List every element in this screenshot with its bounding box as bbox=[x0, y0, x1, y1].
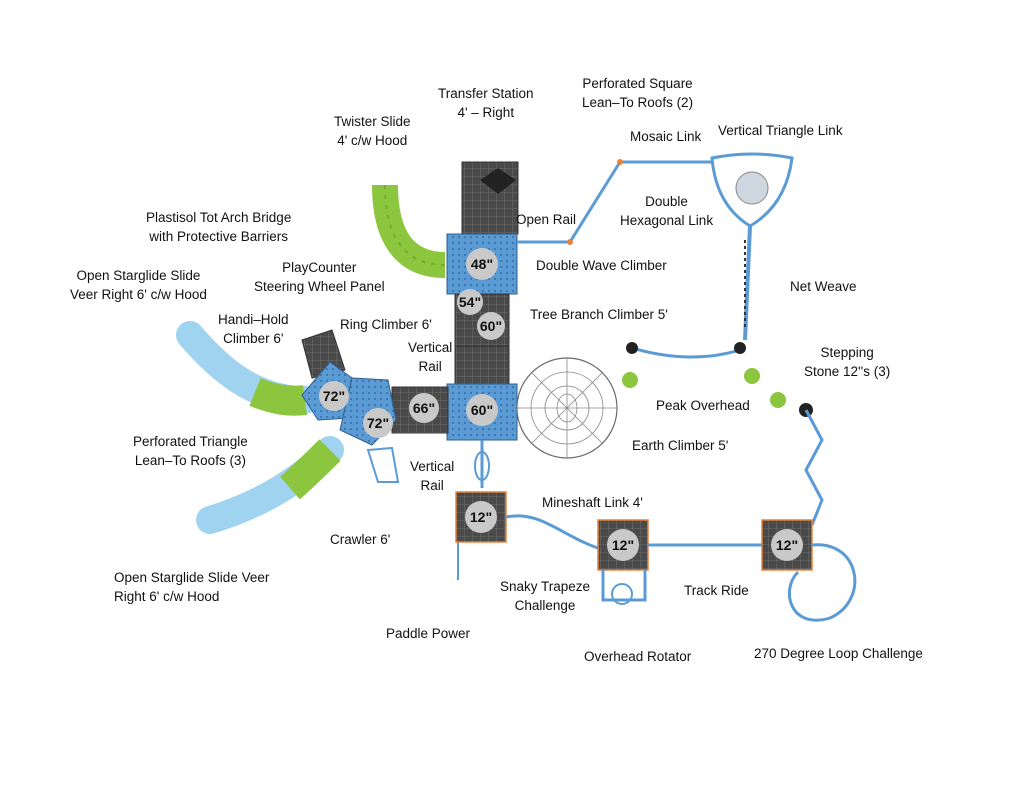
label-loop-challenge: 270 Degree Loop Challenge bbox=[754, 646, 923, 661]
svg-text:54": 54" bbox=[459, 294, 481, 310]
label-peak-overhead: Peak Overhead bbox=[656, 398, 750, 413]
height-disc-12-a: 12" bbox=[465, 501, 497, 533]
height-disc-48: 48" bbox=[466, 248, 498, 280]
deck-vertical-link bbox=[454, 345, 510, 385]
height-disc-12-c: 12" bbox=[771, 529, 803, 561]
label-net-weave: Net Weave bbox=[790, 279, 857, 294]
tree-branch-climber bbox=[804, 409, 824, 526]
svg-text:12": 12" bbox=[470, 509, 492, 525]
label-crawler: Crawler 6' bbox=[330, 532, 391, 547]
earth-climber bbox=[516, 357, 618, 459]
label-earth-climber: Earth Climber 5' bbox=[632, 438, 729, 453]
net-weave bbox=[743, 225, 752, 341]
peak-overhead bbox=[631, 346, 741, 359]
label-mosaic-link: Mosaic Link bbox=[630, 129, 702, 144]
height-disc-60-upper: 60" bbox=[477, 312, 505, 340]
open-rail bbox=[517, 160, 716, 244]
starglide-slide-top-hood bbox=[249, 377, 307, 416]
loop-challenge bbox=[788, 543, 857, 622]
overhead-rotator bbox=[611, 583, 633, 605]
height-disc-12-b: 12" bbox=[607, 529, 639, 561]
vertical-rail-ring bbox=[474, 451, 490, 481]
stepping-stone bbox=[770, 392, 786, 408]
svg-text:66": 66" bbox=[413, 400, 435, 416]
label-tree-branch-climber: Tree Branch Climber 5' bbox=[530, 307, 668, 322]
height-disc-54: 54" bbox=[457, 289, 483, 315]
vertical-triangle-link bbox=[710, 152, 794, 228]
stepping-stone bbox=[622, 372, 638, 388]
mineshaft-link bbox=[505, 514, 599, 550]
svg-text:60": 60" bbox=[480, 318, 502, 334]
crawler bbox=[366, 446, 400, 483]
transfer-station bbox=[461, 161, 519, 235]
label-ring-climber: Ring Climber 6' bbox=[340, 317, 432, 332]
twister-slide bbox=[372, 184, 446, 278]
svg-text:48": 48" bbox=[471, 256, 493, 272]
starglide-slide-bottom-hood bbox=[280, 439, 341, 500]
label-track-ride: Track Ride bbox=[684, 583, 749, 598]
svg-text:72": 72" bbox=[367, 415, 389, 431]
label-paddle-power: Paddle Power bbox=[386, 626, 471, 641]
label-open-rail: Open Rail bbox=[516, 212, 577, 227]
height-disc-66: 66" bbox=[409, 393, 439, 423]
label-mineshaft-link: Mineshaft Link 4' bbox=[542, 495, 643, 510]
svg-text:12": 12" bbox=[776, 537, 798, 553]
svg-text:60": 60" bbox=[471, 402, 493, 418]
svg-text:12": 12" bbox=[612, 537, 634, 553]
height-disc-72-right: 72" bbox=[363, 408, 393, 438]
snaky-trapeze bbox=[601, 570, 647, 602]
transfer-station-step bbox=[480, 168, 516, 194]
svg-text:72": 72" bbox=[323, 388, 345, 404]
stepping-stone bbox=[744, 368, 760, 384]
label-overhead-rotator: Overhead Rotator bbox=[584, 649, 692, 664]
height-disc-60-center: 60" bbox=[466, 394, 498, 426]
height-disc-72-left: 72" bbox=[319, 381, 349, 411]
label-vertical-triangle-link: Vertical Triangle Link bbox=[718, 123, 843, 138]
label-double-wave-climber: Double Wave Climber bbox=[536, 258, 667, 273]
